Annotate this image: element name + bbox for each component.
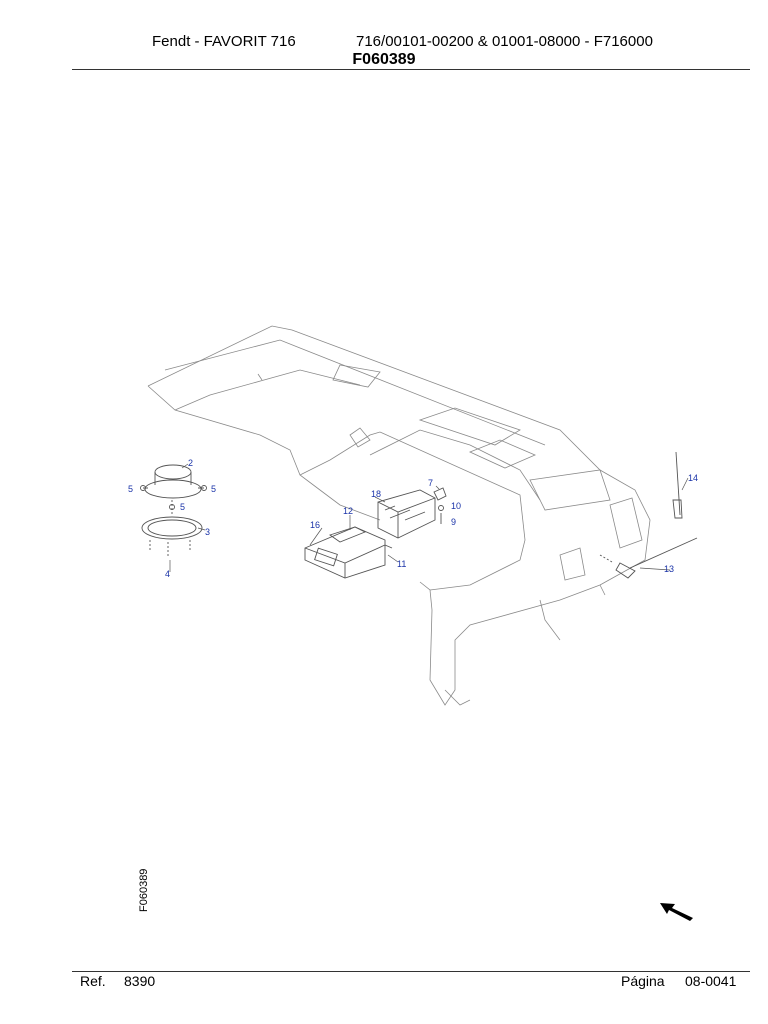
callout-3: 3 (205, 527, 210, 537)
callout-11: 11 (397, 559, 406, 569)
leader-lines (169, 463, 689, 572)
radio-bracket (377, 489, 436, 539)
header-model: Fendt - FAVORIT 716 (152, 33, 296, 50)
callout-7: 7 (428, 478, 433, 488)
callout-18: 18 (371, 489, 381, 499)
ref-value: 8390 (124, 973, 156, 989)
speaker-assembly (140, 464, 207, 556)
side-reference-code: F060389 (138, 868, 150, 912)
antenna-rod (672, 451, 683, 519)
callout-9: 9 (451, 517, 456, 527)
callout-2: 2 (188, 458, 193, 468)
callout-14: 14 (688, 473, 698, 483)
callout-5: 5 (211, 484, 216, 494)
cab-roof-outline (147, 325, 651, 706)
callout-16: 16 (310, 520, 320, 530)
radio-unit (304, 526, 393, 579)
orientation-arrow-icon (660, 903, 693, 921)
page-number: 08-0041 (685, 973, 737, 989)
header-divider (72, 69, 750, 70)
page-title: F060389 (352, 51, 416, 68)
callout-10: 10 (451, 501, 461, 511)
callout-5: 5 (128, 484, 133, 494)
ref-label: Ref. (80, 973, 106, 989)
callout-12: 12 (343, 506, 353, 516)
header-serial-range: 716/00101-00200 & 01001-08000 - F716000 (356, 33, 653, 50)
footer-divider (72, 971, 750, 972)
callout-4: 4 (165, 569, 170, 579)
callout-13: 13 (664, 564, 674, 574)
mounting-clip (433, 487, 447, 524)
callout-5: 5 (180, 502, 185, 512)
antenna-base (599, 537, 698, 579)
page-label: Página (621, 973, 665, 989)
